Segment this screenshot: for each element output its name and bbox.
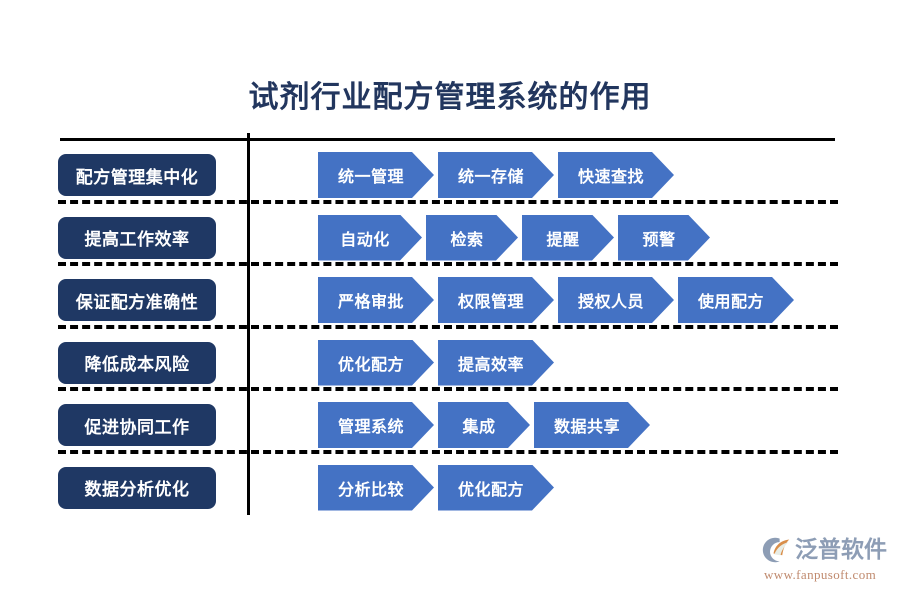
step-chevron[interactable]: 统一存储 xyxy=(438,152,554,198)
step-chevron[interactable]: 数据共享 xyxy=(534,402,650,448)
step-chevron[interactable]: 优化配方 xyxy=(438,465,554,511)
step-chevron[interactable]: 分析比较 xyxy=(318,465,434,511)
fanpu-logo-icon xyxy=(762,537,790,563)
row-divider-dashed xyxy=(58,387,838,391)
step-chevron[interactable]: 统一管理 xyxy=(318,152,434,198)
row-divider-dashed xyxy=(58,449,838,454)
category-label[interactable]: 促进协同工作 xyxy=(58,404,216,446)
step-chevron[interactable]: 提高效率 xyxy=(438,340,554,386)
vertical-divider-line xyxy=(247,133,250,515)
watermark-logo: 泛普软件 www.fanpusoft.com xyxy=(762,534,894,586)
step-chevron-strip: 分析比较优化配方 xyxy=(318,465,558,511)
step-chevron[interactable]: 权限管理 xyxy=(438,277,554,323)
step-chevron-strip: 管理系统集成数据共享 xyxy=(318,402,654,448)
watermark-brand-text: 泛普软件 xyxy=(795,537,887,563)
step-chevron[interactable]: 预警 xyxy=(618,215,710,261)
step-chevron[interactable]: 严格审批 xyxy=(318,277,434,323)
header-divider-line xyxy=(60,138,835,141)
step-chevron[interactable]: 快速查找 xyxy=(558,152,674,198)
category-label[interactable]: 提高工作效率 xyxy=(58,216,216,259)
step-chevron[interactable]: 管理系统 xyxy=(318,402,434,448)
step-chevron[interactable]: 提醒 xyxy=(522,215,614,261)
step-chevron-strip: 统一管理统一存储快速查找 xyxy=(318,152,678,198)
step-chevron[interactable]: 集成 xyxy=(438,402,530,448)
category-row: 提高工作效率 自动化检索提醒预警 xyxy=(0,211,900,273)
step-chevron[interactable]: 授权人员 xyxy=(558,277,674,323)
category-label[interactable]: 降低成本风险 xyxy=(58,341,216,384)
category-label[interactable]: 保证配方准确性 xyxy=(58,279,216,321)
step-chevron-strip: 优化配方提高效率 xyxy=(318,340,558,386)
page-title: 试剂行业配方管理系统的作用 xyxy=(248,80,652,115)
step-chevron[interactable]: 自动化 xyxy=(318,215,422,261)
step-chevron-strip: 严格审批权限管理授权人员使用配方 xyxy=(318,277,798,323)
category-row: 保证配方准确性 严格审批权限管理授权人员使用配方 xyxy=(0,273,900,335)
row-divider-dashed xyxy=(58,324,838,329)
category-row: 降低成本风险 优化配方提高效率 xyxy=(0,336,900,398)
category-row: 配方管理集中化 统一管理统一存储快速查找 xyxy=(0,148,900,210)
step-chevron[interactable]: 检索 xyxy=(426,215,518,261)
category-label[interactable]: 数据分析优化 xyxy=(58,466,216,509)
row-divider-dashed xyxy=(58,262,838,266)
watermark-brand-row: 泛普软件 xyxy=(762,534,894,566)
row-divider-dashed xyxy=(58,199,838,204)
watermark-url-text: www.fanpusoft.com xyxy=(764,567,877,582)
category-label[interactable]: 配方管理集中化 xyxy=(58,154,216,196)
category-row: 促进协同工作 管理系统集成数据共享 xyxy=(0,398,900,460)
step-chevron-strip: 自动化检索提醒预警 xyxy=(318,215,714,261)
category-row: 数据分析优化 分析比较优化配方 xyxy=(0,461,900,523)
step-chevron[interactable]: 优化配方 xyxy=(318,340,434,386)
step-chevron[interactable]: 使用配方 xyxy=(678,277,794,323)
